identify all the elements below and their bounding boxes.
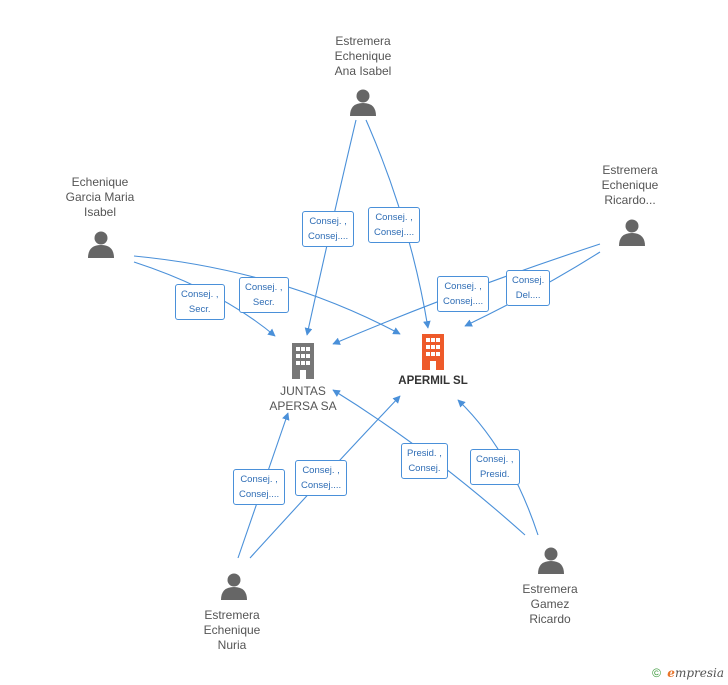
- person-name-line: Echenique: [71, 175, 129, 189]
- person-name-line: Ricardo: [529, 612, 571, 626]
- edge-label-ricardo-juntas[interactable]: Consej. , Consej....: [437, 276, 490, 312]
- person-icon: [619, 219, 645, 246]
- edge-role: Consej. ,: [375, 212, 413, 223]
- edge-role: Consej....: [301, 480, 342, 491]
- edge-role: Presid.: [479, 469, 510, 480]
- person-name-line: Estremera: [522, 582, 578, 596]
- edge-role: Consej. ,: [476, 454, 514, 465]
- person-name-line: Nuria: [217, 638, 247, 652]
- company-name-line: APERMIL SL: [398, 375, 468, 387]
- edge-label-ana-juntas[interactable]: Consej. , Consej....: [302, 211, 355, 247]
- person-name-line: Echenique: [203, 623, 261, 637]
- edge-role: Consej....: [374, 227, 415, 238]
- edge-role: Consej....: [308, 231, 349, 242]
- person-name-line: Estremera: [204, 608, 260, 622]
- edge-label-gamez-juntas[interactable]: Presid. , Consej.: [401, 443, 448, 479]
- edge-role: Presid. ,: [407, 448, 442, 459]
- edge-role: Consej....: [443, 296, 484, 307]
- person-name-line: Estremera: [602, 163, 658, 177]
- edge-label-ana-apermil[interactable]: Consej. , Consej....: [368, 207, 421, 243]
- edge-label-maria-apermil[interactable]: Consej. , Secr.: [239, 277, 289, 313]
- edge-role: Consej.: [408, 463, 441, 474]
- building-icon: [292, 343, 314, 379]
- edge-role: Consej. ,: [309, 216, 347, 227]
- person-name-line: Estremera: [335, 34, 391, 48]
- edge-label-ricardo-apermil[interactable]: Consej. Del....: [506, 270, 551, 306]
- person-name-line: Echenique: [334, 49, 392, 63]
- edge-role: Consej. ,: [245, 282, 283, 293]
- edge-role: Consej. ,: [444, 281, 482, 292]
- person-icon: [538, 547, 564, 574]
- person-name-line: Ana Isabel: [334, 64, 392, 78]
- edge-role: Del....: [515, 290, 541, 301]
- person-icon: [350, 89, 376, 116]
- edge-role: Consej. ,: [181, 289, 219, 300]
- person-icon: [88, 231, 114, 258]
- edge-role: Secr.: [252, 297, 275, 308]
- person-name-line: Gamez: [530, 597, 570, 611]
- person-name-line: Ricardo...: [604, 193, 656, 207]
- edge-label-maria-juntas[interactable]: Consej. , Secr.: [175, 284, 225, 320]
- edge-role: Consej.: [512, 275, 545, 286]
- brand-rest: mpresia: [674, 666, 724, 680]
- edge-role: Consej. ,: [302, 465, 340, 476]
- person-name-line: Garcia Maria: [65, 190, 135, 204]
- company-name-line: JUNTAS: [280, 384, 326, 398]
- company-name-line: APERSA SA: [269, 399, 337, 413]
- building-icon: [422, 334, 444, 370]
- copyright-symbol: ©: [652, 666, 661, 680]
- edge-label-nuria-apermil[interactable]: Consej. , Consej....: [295, 460, 348, 496]
- person-name-line: Echenique: [601, 178, 659, 192]
- empresia-watermark[interactable]: © empresia: [652, 666, 724, 680]
- person-icon: [221, 573, 247, 600]
- person-name-line: Isabel: [83, 205, 117, 219]
- edge-role: Consej....: [239, 489, 280, 500]
- brand-name: empresia: [667, 666, 724, 680]
- edge-label-nuria-juntas[interactable]: Consej. , Consej....: [233, 469, 286, 505]
- brand-initial: e: [667, 666, 675, 680]
- edge-role: Secr.: [188, 304, 211, 315]
- edge-label-gamez-apermil[interactable]: Consej. , Presid.: [470, 449, 520, 485]
- edge-role: Consej. ,: [240, 474, 278, 485]
